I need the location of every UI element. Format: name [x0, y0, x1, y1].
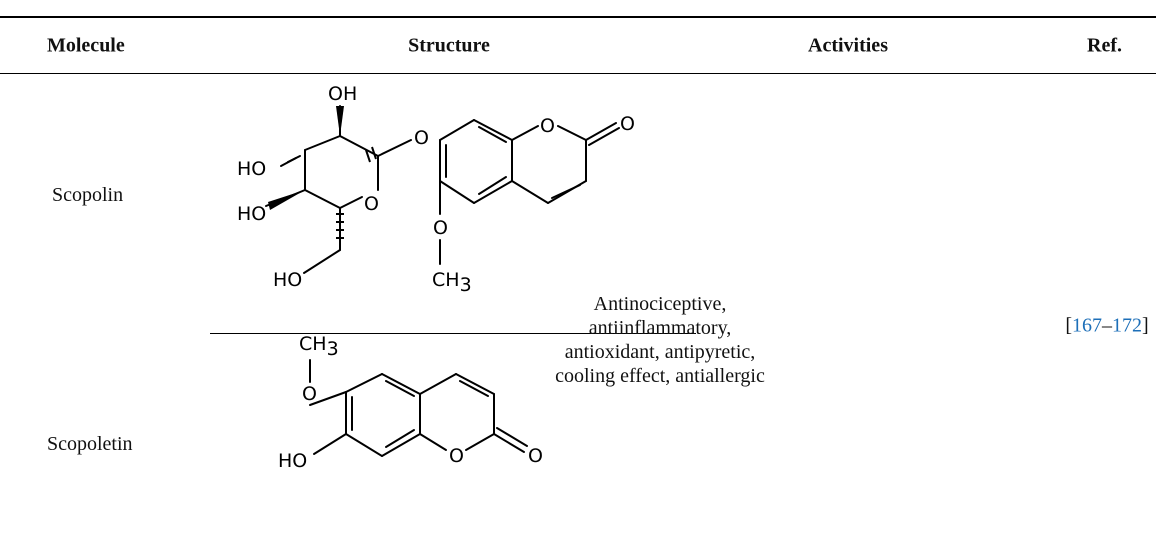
molecule-name-scopolin: Scopolin — [52, 184, 124, 206]
ref-link-end[interactable]: 172 — [1112, 314, 1142, 337]
atom-label: O — [302, 383, 317, 405]
atom-label: O — [540, 115, 555, 137]
atom-label: HO — [278, 450, 307, 472]
atom-label: HO — [237, 158, 266, 180]
table-header-rule — [0, 73, 1156, 74]
atom-label: HO — [237, 203, 266, 225]
wedge-bond — [268, 190, 305, 210]
atom-label: O — [364, 193, 379, 215]
activities-line: antiinflammatory, — [588, 317, 732, 339]
activities-cell: Antinociceptive, antiinflammatory, antio… — [495, 292, 825, 388]
header-structure: Structure — [408, 34, 490, 57]
row-separator-rule — [210, 333, 696, 334]
ref-dash: – — [1102, 314, 1112, 337]
atom-label: CH3 — [299, 333, 339, 360]
atom-label: O — [620, 113, 635, 135]
activities-line: Antinociceptive, — [593, 293, 727, 315]
atom-label: HO — [273, 269, 302, 291]
atom-label: O — [414, 127, 429, 149]
activities-line: antioxidant, antipyretic, — [564, 341, 756, 363]
molecule-name-scopoletin: Scopoletin — [47, 433, 133, 455]
header-molecule: Molecule — [47, 34, 125, 57]
atom-label: O — [528, 445, 543, 467]
ref-close-bracket: ] — [1142, 314, 1149, 337]
atom-label: CH3 — [432, 269, 472, 296]
atom-label: OH — [328, 83, 357, 105]
ref-link-start[interactable]: 167 — [1072, 314, 1102, 337]
atom-label: O — [433, 217, 448, 239]
wedge-bond — [336, 106, 344, 136]
activities-line: cooling effect, antiallergic — [555, 365, 765, 387]
reference-cell: [167–172] — [1065, 315, 1148, 338]
table-top-rule — [0, 16, 1156, 18]
ref-open-bracket: [ — [1065, 314, 1072, 337]
atom-label: O — [449, 445, 464, 467]
header-activities: Activities — [808, 34, 888, 57]
header-ref: Ref. — [1087, 34, 1122, 57]
